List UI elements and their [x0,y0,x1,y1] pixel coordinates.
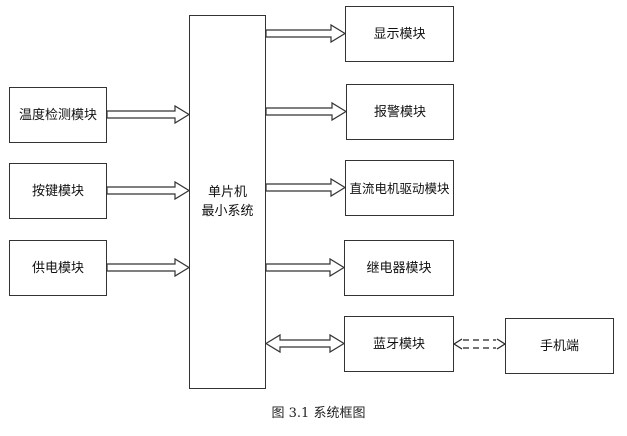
display-module-block: 显示模块 [345,6,454,62]
temperature-module-block: 温度检测模块 [9,87,107,143]
arrow-mcu-to-motor-driver [265,177,347,198]
arrow-power-to-mcu [106,257,191,278]
arrow-mcu-to-display [265,23,347,44]
arrow-mcu-bluetooth-bidirectional [264,333,346,354]
display-module-label: 显示模块 [373,26,426,42]
arrow-temperature-to-mcu [106,104,191,125]
mcu-label-line1: 单片机 [207,185,247,200]
mcu-block: 单片机 最小系统 [189,15,266,389]
arrow-keys-to-mcu [106,180,191,201]
power-module-label: 供电模块 [31,260,84,276]
figure-caption: 图 3.1 系统框图 [271,406,366,421]
motor-driver-module-label: 直流电机驱动模块 [349,180,450,196]
alarm-module-block: 报警模块 [346,84,454,140]
relay-module-block: 继电器模块 [344,240,454,296]
temperature-module-label: 温度检测模块 [18,107,97,123]
arrow-mcu-to-alarm [265,101,348,122]
bluetooth-module-label: 蓝牙模块 [372,336,425,352]
motor-driver-module-block: 直流电机驱动模块 [345,160,454,216]
arrow-bluetooth-phone-wireless [452,338,507,350]
alarm-module-label: 报警模块 [373,104,426,120]
bluetooth-module-block: 蓝牙模块 [344,316,454,372]
mcu-label-line2: 最小系统 [201,204,254,219]
keys-module-block: 按键模块 [9,163,107,219]
phone-label: 手机端 [539,338,579,354]
relay-module-label: 继电器模块 [366,260,432,276]
keys-module-label: 按键模块 [31,183,84,199]
phone-block: 手机端 [505,318,614,374]
power-module-block: 供电模块 [9,240,107,296]
arrow-mcu-to-relay [265,257,346,278]
